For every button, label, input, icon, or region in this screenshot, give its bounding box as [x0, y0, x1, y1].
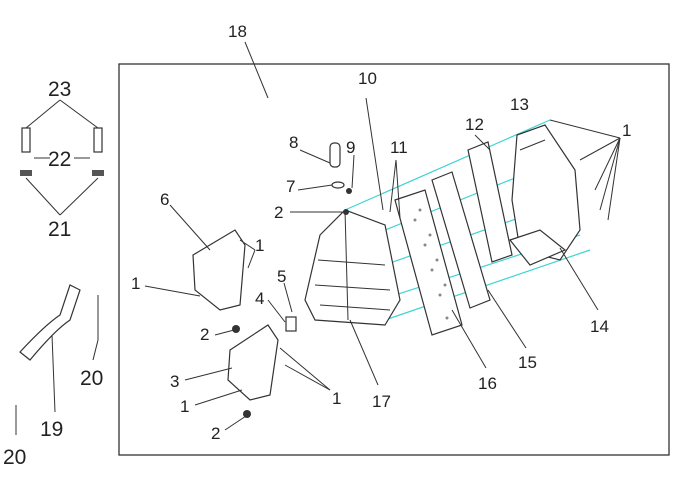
nut-2-lower — [243, 410, 251, 418]
callout-2: 2 — [274, 203, 283, 222]
air-box-cover — [508, 124, 581, 266]
callout-20: 20 — [80, 367, 103, 390]
callout-2: 2 — [200, 325, 209, 344]
bracket-lower — [227, 324, 279, 401]
callout-1: 1 — [332, 389, 341, 408]
callout-18: 18 — [228, 22, 247, 41]
gasket — [467, 141, 513, 263]
pipe-8 — [329, 142, 341, 168]
callout-16: 16 — [478, 374, 497, 393]
filter-frame — [431, 171, 491, 309]
bracket-upper — [192, 229, 246, 311]
callout-15: 15 — [518, 353, 537, 372]
hose-19 — [19, 284, 81, 361]
callout-1: 1 — [131, 274, 140, 293]
clamp-7 — [331, 181, 345, 189]
callout-8: 8 — [289, 133, 298, 152]
nut-2-upper — [343, 209, 349, 215]
callout-13: 13 — [510, 95, 529, 114]
leader-lines — [25, 41, 621, 431]
callout-labels: 18 23 22 21 10 8 9 11 7 2 12 13 1 6 1 1 … — [3, 22, 631, 469]
callout-21: 21 — [48, 218, 71, 241]
callout-4: 4 — [255, 289, 264, 308]
callout-1: 1 — [622, 121, 631, 140]
callout-14: 14 — [590, 317, 609, 336]
callout-2: 2 — [211, 424, 220, 443]
air-box-body — [304, 209, 401, 326]
nut-9 — [346, 188, 352, 194]
callout-17: 17 — [372, 392, 391, 411]
filter-element — [394, 189, 463, 336]
callout-9: 9 — [346, 138, 355, 157]
callout-23: 23 — [48, 78, 71, 101]
callout-19: 19 — [40, 418, 63, 441]
callout-6: 6 — [160, 190, 169, 209]
filter-mesh — [413, 208, 449, 320]
bolt-set-21-22-23 — [20, 127, 104, 176]
callout-7: 7 — [286, 177, 295, 196]
spacer-4 — [285, 316, 297, 332]
callout-22: 22 — [48, 148, 71, 171]
callout-1: 1 — [255, 236, 264, 255]
callout-11: 11 — [390, 138, 408, 157]
callout-10: 10 — [358, 69, 377, 88]
callout-20: 20 — [3, 446, 26, 469]
nut-2 — [232, 325, 240, 333]
callout-5: 5 — [277, 267, 286, 286]
callout-12: 12 — [465, 115, 484, 134]
callout-3: 3 — [170, 372, 179, 391]
callout-1: 1 — [180, 397, 189, 416]
assembly-frame — [118, 63, 670, 456]
